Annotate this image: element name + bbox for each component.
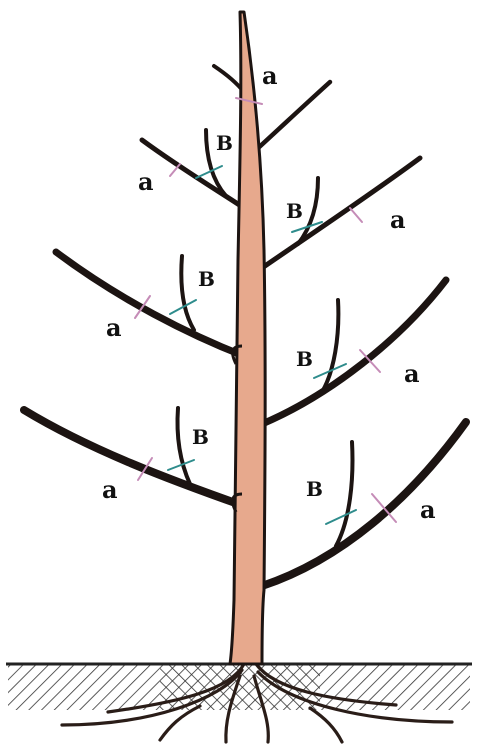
label-tier2-left-b: B xyxy=(198,267,215,291)
cut-mark-a-tier1-right xyxy=(350,208,362,222)
label-tier1-left-a: a xyxy=(138,167,154,196)
label-tier3-right-b: B xyxy=(306,477,323,501)
label-tier3-left-a: a xyxy=(102,475,118,504)
branch-tier3-left xyxy=(24,410,244,506)
label-tier1-left-b: B xyxy=(216,131,233,155)
root-fine-2 xyxy=(310,708,342,742)
label-tier1-right-a: a xyxy=(390,205,406,234)
label-tier2-right-b: B xyxy=(296,347,313,371)
label-top-a: a xyxy=(262,61,278,90)
label-tier1-right-b: B xyxy=(286,199,303,223)
label-tier3-left-b: B xyxy=(192,425,209,449)
labels: a a B B a a B B a a B B a xyxy=(102,61,436,524)
label-tier2-left-a: a xyxy=(106,313,122,342)
branch-tier2-right xyxy=(262,280,446,424)
shoot-tier3-right xyxy=(336,442,352,546)
branch-tier2-left xyxy=(56,252,244,356)
label-tier3-right-a: a xyxy=(420,495,436,524)
shoot-tier2-right xyxy=(322,300,338,392)
shoot-tier2-left xyxy=(181,256,194,330)
cut-mark-b-tier3-right xyxy=(326,510,356,524)
shoot-tier3-left xyxy=(178,408,191,484)
label-tier2-right-a: a xyxy=(404,359,420,388)
branch-top-right xyxy=(256,82,330,150)
trunk xyxy=(230,12,265,664)
